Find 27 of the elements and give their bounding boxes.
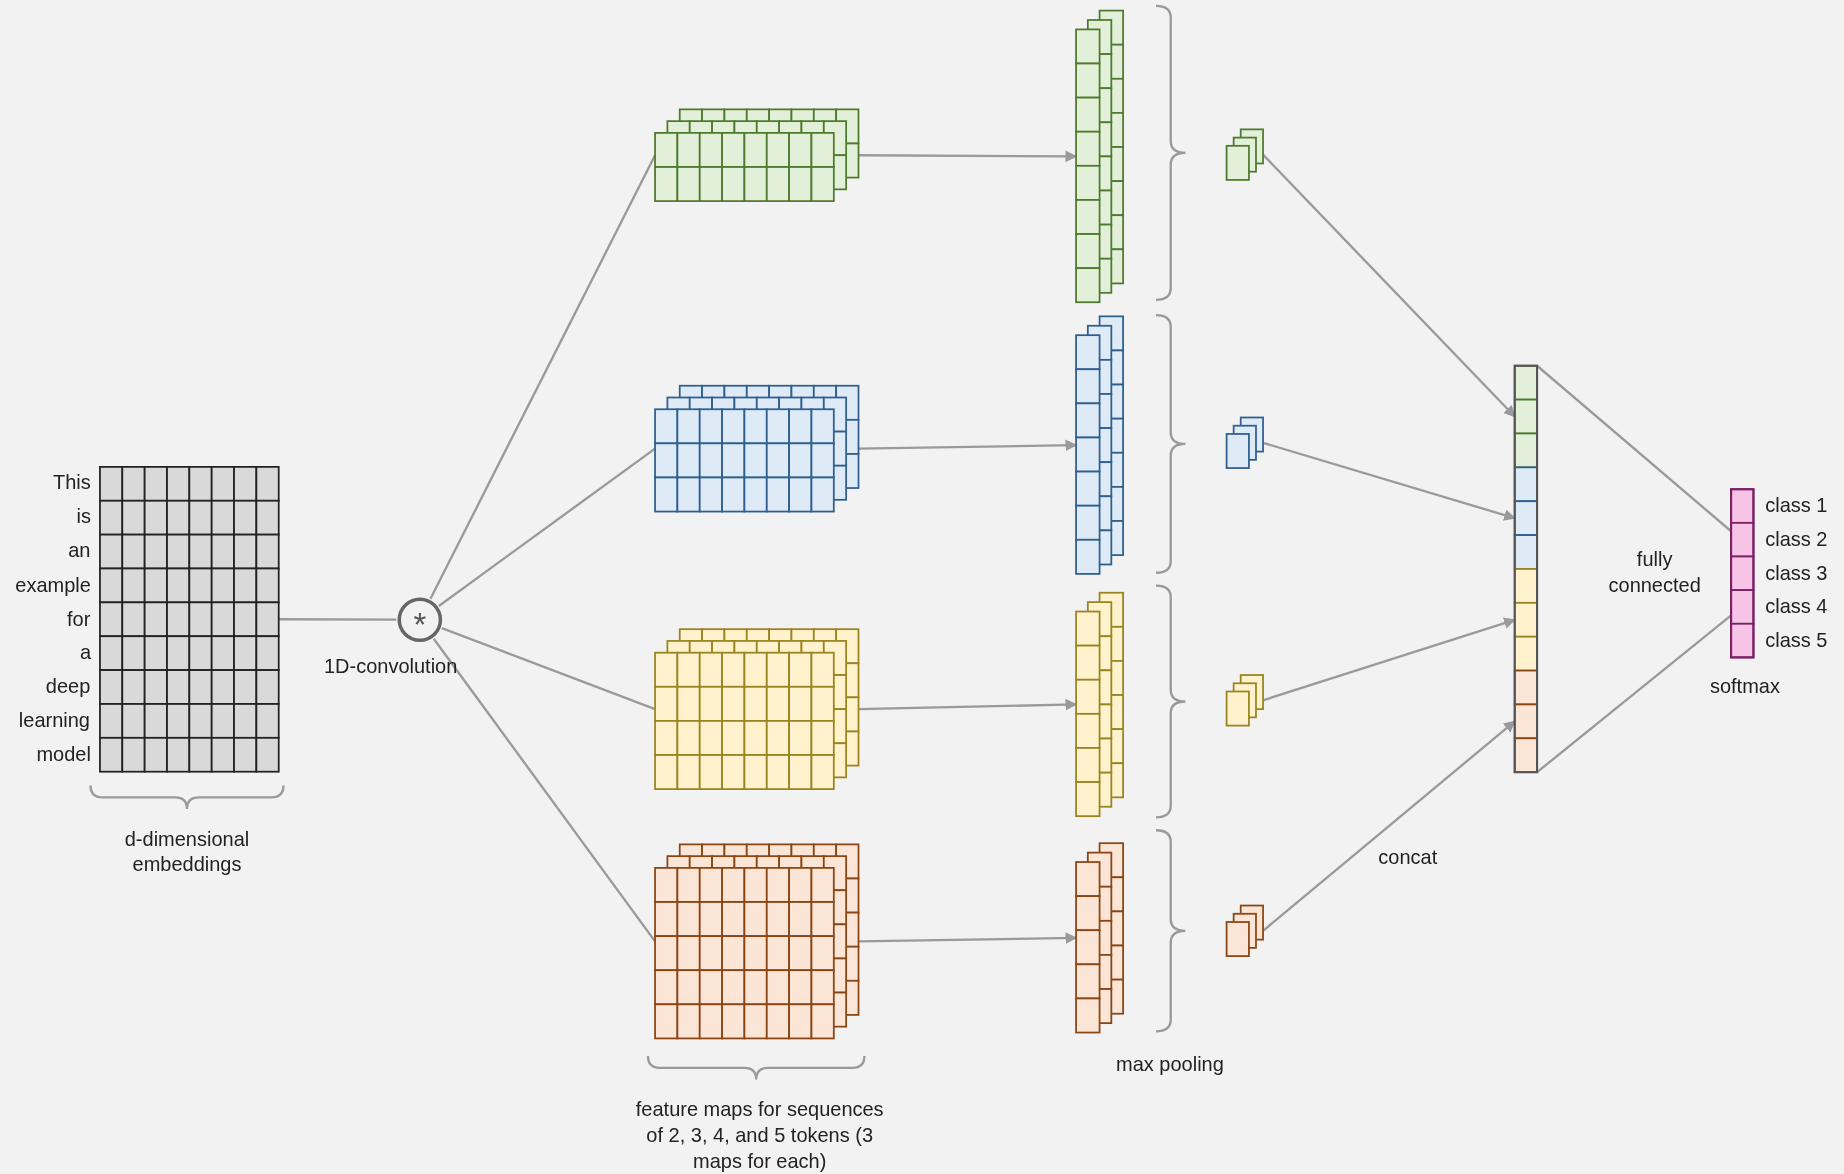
word-label: example — [15, 572, 91, 598]
word-label: deep — [45, 674, 91, 700]
operation-label: concat — [1378, 845, 1438, 872]
word-label: for — [67, 606, 91, 632]
connector-line — [1536, 364, 1732, 533]
connector-line — [432, 638, 656, 943]
class-label: class 4 — [1765, 594, 1828, 620]
layer-label: fully connected — [1607, 547, 1702, 599]
class-label: class 1 — [1765, 493, 1828, 519]
class-label: class 5 — [1765, 627, 1828, 654]
connector-line — [438, 447, 656, 607]
word-label: a — [79, 640, 92, 666]
word-label: learning — [18, 708, 90, 734]
word-label: an — [68, 538, 91, 565]
operation-label: 1D-convolution — [324, 654, 458, 680]
brace-caption: feature maps for sequences of 2, 3, 4, and 5 tokens (3 maps for each) — [635, 1097, 885, 1174]
layer-label: softmax — [1709, 674, 1780, 700]
class-label: class 2 — [1765, 526, 1828, 553]
connector-line — [441, 627, 656, 711]
connector-line — [278, 618, 397, 621]
word-label: model — [36, 742, 91, 768]
operation-label: max pooling — [1116, 1052, 1224, 1079]
brace-caption: d-dimensional embeddings — [123, 826, 251, 879]
word-label: This — [52, 471, 91, 497]
convolution-circle: * — [397, 597, 443, 643]
word-label: is — [76, 504, 91, 531]
class-label: class 3 — [1765, 560, 1828, 586]
